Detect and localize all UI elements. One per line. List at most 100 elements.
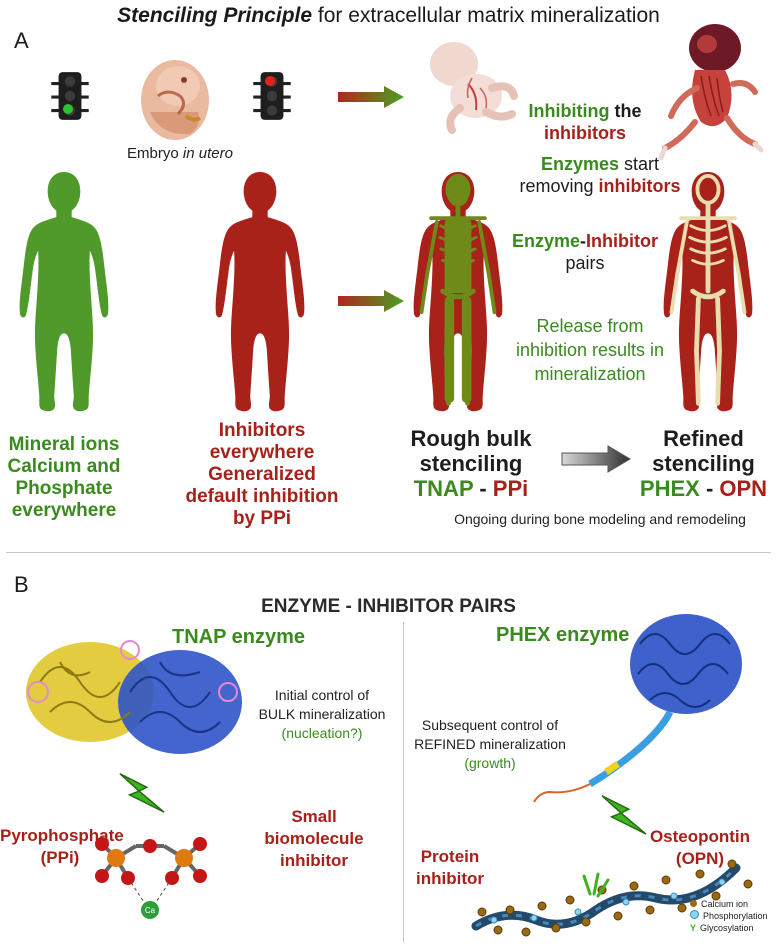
embryo-caption: Embryo in utero [100, 144, 260, 163]
ongoing-caption: Ongoing during bone modeling and remodel… [454, 511, 746, 527]
title-bold: Stenciling Principle [117, 4, 313, 27]
traffic-light-red-icon [250, 70, 294, 122]
ppi-line-2: (PPi) [40, 848, 80, 867]
small-line-2: biomolecule [264, 829, 364, 848]
legend-calcium-label: Calcium ion [701, 899, 749, 909]
col4-line-2: stenciling [652, 451, 755, 476]
step-enzymes-start-removing: Enzymes start removing inhibitors [505, 153, 695, 197]
human-figure-green [16, 162, 112, 424]
arrow-middle-icon [338, 290, 404, 312]
col2-line-2: everywhere [209, 442, 315, 463]
small-biomolecule-label: Small biomolecule inhibitor [254, 806, 374, 872]
title-rest: for extracellular matrix mineralization [312, 4, 660, 27]
phex-note-green: (growth) [464, 755, 516, 771]
opn-line-2: (OPN) [675, 849, 725, 868]
col4-sep: - [699, 476, 720, 501]
small-line-3: inhibitor [280, 851, 348, 870]
col1-line-1: Mineral ions [8, 434, 120, 455]
release-text: Release from inhibition results in miner… [505, 314, 675, 386]
col4-enzyme: PHEX [639, 476, 700, 501]
step3-word-enzyme: Enzyme [511, 231, 581, 251]
stained-fetus-illustration [658, 24, 764, 161]
release-line-1: Release from [536, 316, 644, 336]
col2-line-3: Generalized [208, 464, 316, 485]
col4-inhibitor: OPN [719, 476, 768, 501]
human-figure-refined-stencil [660, 162, 756, 424]
col2-label: Inhibitors everywhere Generalized defaul… [172, 420, 352, 530]
step1-word-inhibitors: inhibitors [544, 123, 626, 143]
arrow-top-icon [338, 86, 404, 108]
ppi-line-1: Pyrophosphate [0, 826, 124, 845]
step3-word-pairs: pairs [565, 253, 605, 273]
figure-title: Stenciling Principle for extracellular m… [0, 4, 777, 28]
panel-b-letter: B [14, 572, 29, 597]
human-figure-rough-stencil [410, 162, 506, 424]
step-enzyme-inhibitor-pairs: Enzyme-Inhibitor pairs [500, 230, 670, 274]
osteopontin-chain [471, 859, 753, 937]
step3-dash: - [580, 231, 587, 251]
protein-line-2: inhibitor [416, 869, 484, 888]
col3-enzyme: TNAP [413, 476, 474, 501]
embryo-illustration [141, 60, 209, 140]
tnap-note: Initial control of BULK mineralization (… [242, 686, 402, 743]
col1-line-2: Calcium and [7, 456, 121, 477]
protein-line-1: Protein [420, 847, 480, 866]
panel-b-vertical-divider [403, 622, 404, 942]
col1-line-4: everywhere [11, 500, 117, 521]
col2-line-5: by PPi [232, 508, 292, 529]
step3-word-inhibitor: Inhibitor [586, 231, 658, 251]
ppi-label: Pyrophosphate (PPi) [0, 825, 124, 869]
step2-word-start: start [619, 154, 660, 174]
ppi-molecule: Ca [95, 837, 207, 919]
col3-sep: - [473, 476, 493, 501]
col4-label: Refined stenciling PHEX - OPN [630, 426, 777, 501]
opn-line-1: Osteopontin [649, 827, 751, 846]
calcium-atom-label: Ca [145, 906, 156, 915]
tnap-note-line-2: BULK mineralization [258, 706, 386, 722]
gray-arrow-icon [561, 445, 631, 473]
col3-label: Rough bulk stenciling TNAP - PPi [396, 426, 546, 501]
tnap-protein-structure [26, 640, 242, 754]
col3-line-2: stenciling [419, 451, 523, 476]
col1-label: Mineral ions Calcium and Phosphate every… [0, 434, 128, 522]
step2-word-enzymes: Enzymes [540, 154, 620, 174]
osteopontin-label: Osteopontin (OPN) [640, 826, 760, 870]
step-inhibiting-the-inhibitors: Inhibiting the inhibitors [510, 100, 660, 144]
step2-word-removing: removing [519, 176, 599, 196]
panel-b-heading: ENZYME - INHIBITOR PAIRS [261, 596, 516, 617]
phex-note-line-2: REFINED mineralization [414, 736, 566, 752]
embryo-caption-text: Embryo [127, 145, 183, 162]
col3-line-1: Rough bulk [410, 426, 532, 451]
small-line-1: Small [291, 807, 337, 826]
step2-word-inhibitors: inhibitors [598, 176, 681, 196]
protein-inhibitor-label: Protein inhibitor [400, 846, 500, 890]
lightning-bolt-left-icon [118, 768, 166, 816]
phex-note-line-1: Subsequent control of [421, 717, 559, 733]
phex-protein-structure [533, 614, 742, 803]
legend-glycosylation-icon: Y [690, 923, 697, 933]
legend-phosphorylation-icon [690, 910, 699, 919]
col2-line-1: Inhibitors [218, 420, 306, 441]
traffic-light-green-icon [48, 70, 92, 122]
tnap-note-line-1: Initial control of [274, 687, 370, 703]
panel-a-letter: A [14, 28, 29, 53]
tnap-enzyme-label: TNAP enzyme [172, 626, 306, 648]
human-figure-red [212, 162, 308, 424]
panel-divider [6, 552, 771, 553]
release-line-2: inhibition results in [515, 340, 665, 360]
legend-phosphorylation: Phosphorylation [690, 910, 768, 922]
col4-line-1: Refined [663, 426, 744, 451]
legend-calcium: Calcium ion [690, 898, 768, 910]
legend-phosphorylation-label: Phosphorylation [703, 911, 768, 921]
step1-word-inhibiting: Inhibiting [528, 101, 610, 121]
phex-enzyme-label: PHEX enzyme [496, 624, 630, 646]
legend-glycosylation-label: Glycosylation [700, 923, 754, 933]
fetus-illustration [430, 42, 518, 134]
release-line-3: mineralization [534, 364, 646, 384]
col1-line-3: Phosphate [15, 478, 113, 499]
col3-inhibitor: PPi [492, 476, 529, 501]
embryo-caption-italic: in utero [182, 145, 233, 162]
step1-word-the: the [609, 101, 642, 121]
